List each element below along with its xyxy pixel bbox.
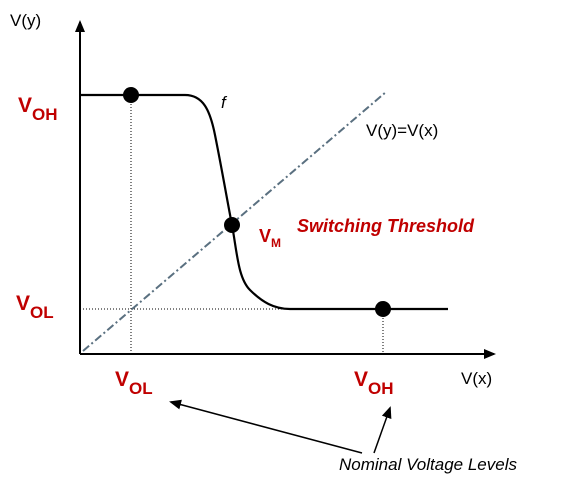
voh-y-sub: OH xyxy=(32,105,58,124)
annotation-arrow-right xyxy=(373,406,392,454)
nominal-levels-label: Nominal Voltage Levels xyxy=(339,455,517,474)
annotation-arrow-left xyxy=(169,399,363,454)
vol-x-label: VOL xyxy=(115,368,153,398)
switching-threshold-label: Switching Threshold xyxy=(297,216,475,236)
x-axis-label: V(x) xyxy=(461,369,492,388)
vol-point xyxy=(375,301,391,317)
voh-y-label: VOH xyxy=(18,94,58,124)
vol-y-main: V xyxy=(16,292,30,315)
vol-y-sub: OL xyxy=(30,303,54,322)
y-axis-label: V(y) xyxy=(10,11,41,30)
switching-threshold-point xyxy=(224,217,240,233)
vol-x-sub: OL xyxy=(129,379,153,398)
voh-x-sub: OH xyxy=(368,379,394,398)
vm-sub: M xyxy=(271,236,281,250)
voh-x-main: V xyxy=(354,368,368,391)
curve-label: f xyxy=(221,93,228,112)
vm-label: VM xyxy=(259,226,281,250)
vol-y-label: VOL xyxy=(16,292,54,322)
vol-x-main: V xyxy=(115,368,129,391)
vm-main: V xyxy=(259,226,271,246)
voh-y-main: V xyxy=(18,94,32,117)
voh-x-label: VOH xyxy=(354,368,394,398)
voh-point xyxy=(123,87,139,103)
unity-gain-label: V(y)=V(x) xyxy=(366,121,438,140)
